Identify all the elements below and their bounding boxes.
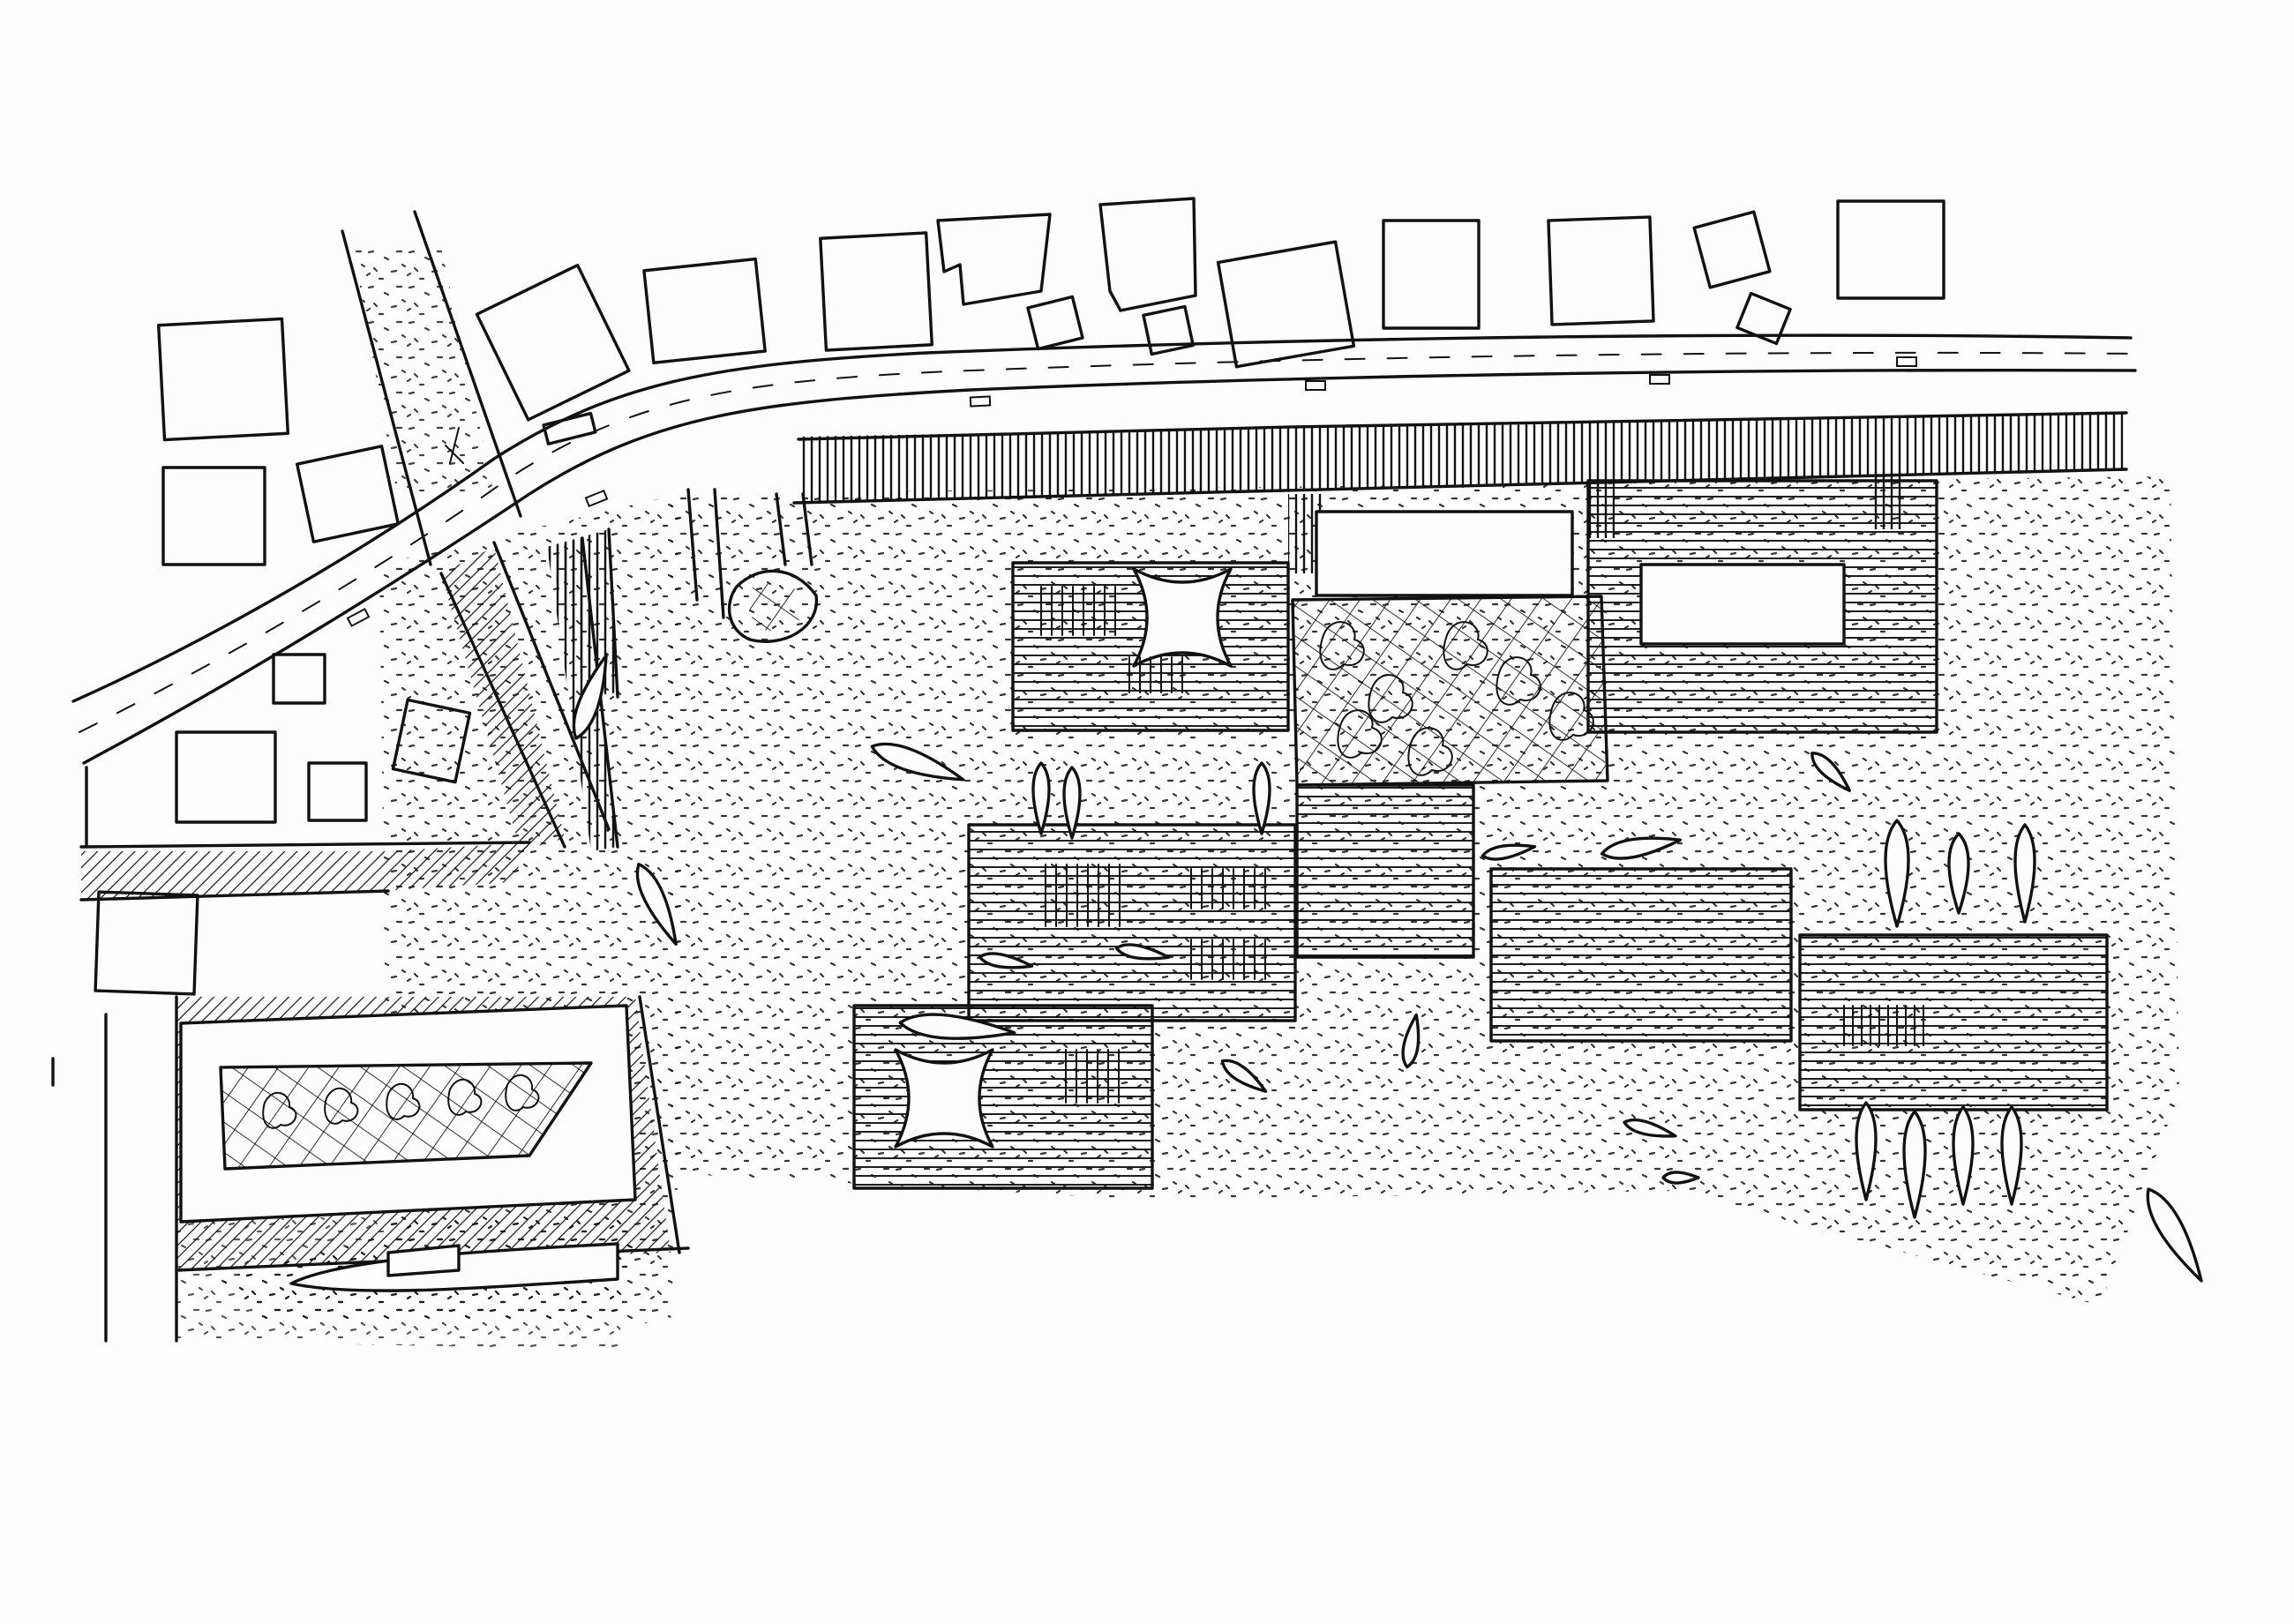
boat	[1031, 761, 1051, 835]
building	[819, 231, 933, 352]
boat	[1952, 1105, 1975, 1206]
building	[156, 317, 290, 442]
building	[1216, 240, 1356, 369]
pier-deck	[1798, 933, 2109, 1111]
tree-row	[262, 1074, 540, 1129]
coastal-road	[71, 333, 2137, 849]
bench-group	[1040, 586, 1116, 636]
bench-group	[1128, 656, 1183, 693]
building	[1026, 295, 1084, 351]
boat	[635, 862, 678, 947]
boat	[870, 742, 965, 782]
building	[161, 466, 266, 566]
shade-sail	[894, 1048, 994, 1149]
boat	[1600, 836, 1683, 860]
central-garden	[1291, 595, 1609, 787]
boat	[1661, 1171, 1700, 1185]
building	[1382, 219, 1481, 330]
building	[307, 761, 368, 822]
boat	[978, 952, 1034, 969]
boats	[572, 654, 2203, 1283]
boat	[1062, 766, 1082, 840]
pier-deck	[967, 823, 1297, 1022]
building	[391, 698, 472, 784]
building	[475, 263, 631, 422]
building	[936, 213, 1052, 306]
boat	[1623, 1118, 1677, 1138]
lower-left-pier	[51, 995, 690, 1343]
pier-deck	[852, 1004, 1154, 1190]
round-kiosk	[727, 569, 819, 643]
building	[272, 653, 326, 705]
boat	[1855, 1101, 1878, 1201]
boat	[1947, 832, 1970, 915]
building	[642, 257, 767, 364]
building	[1836, 199, 1945, 300]
bench-group	[1190, 939, 1266, 980]
boat	[1810, 752, 1851, 792]
boat	[1884, 819, 1910, 928]
building	[1547, 215, 1655, 326]
boat	[1481, 843, 1537, 861]
boat	[1220, 1059, 1268, 1093]
boat	[2000, 1105, 2023, 1206]
building	[296, 445, 400, 543]
road-vehicles	[346, 356, 1917, 627]
pier-deck	[1295, 783, 1475, 959]
boat	[2146, 1187, 2203, 1283]
building-row	[94, 197, 1945, 996]
deck-courtyard	[1315, 510, 1574, 597]
building	[1098, 197, 1197, 312]
side-street	[341, 210, 522, 566]
bench-group	[1065, 1049, 1120, 1104]
boat	[572, 654, 608, 740]
bench-group	[1045, 864, 1121, 927]
boat	[1902, 1110, 1927, 1219]
bench-group	[1843, 1005, 1924, 1046]
building	[1142, 304, 1195, 356]
boat	[1252, 761, 1271, 835]
bench-group	[1190, 868, 1266, 909]
building	[1692, 210, 1772, 289]
pier-deck	[1489, 867, 1793, 1043]
boat	[2013, 823, 2036, 924]
boat	[1401, 1013, 1421, 1069]
boat	[1114, 943, 1171, 961]
boat	[898, 1013, 1016, 1040]
shade-sail	[1132, 567, 1233, 668]
deck-pool	[1639, 563, 1846, 646]
building	[175, 730, 277, 824]
